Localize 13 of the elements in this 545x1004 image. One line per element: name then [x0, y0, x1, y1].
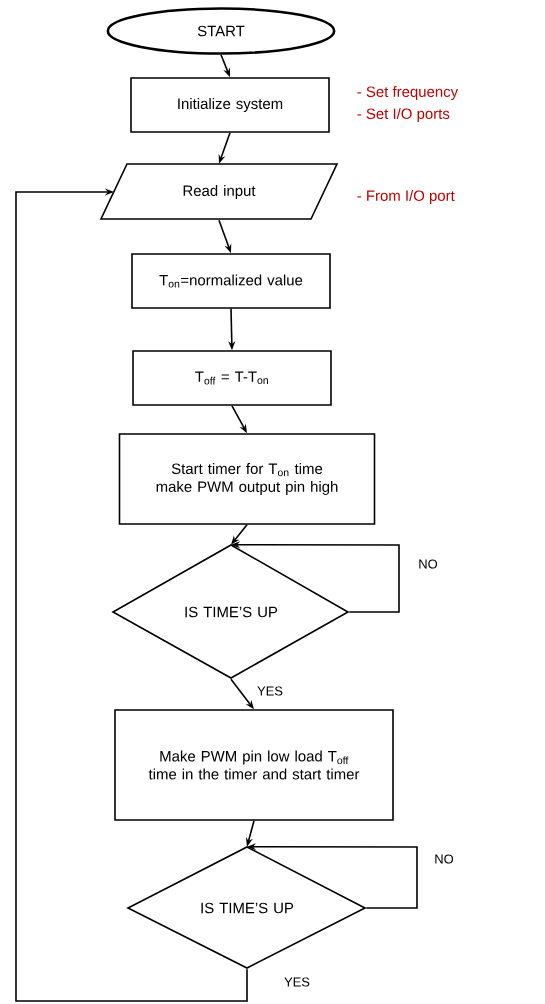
process-box: T$_{off}$ = T-T$_{on}$ [132, 350, 332, 406]
edge-label: NO [417, 558, 439, 570]
process-box: Initialize system [130, 77, 330, 133]
process-box: Start timer for T$_{on}$ time make PWM output pin high [118, 433, 376, 525]
note-text: - From I/O port [357, 190, 455, 204]
process-box: Make PWM pin low load T$_{off}$ time in the timer and start timer [114, 709, 394, 821]
edge-label: YES [283, 976, 311, 988]
note-text: - Set frequency [357, 86, 459, 100]
arrow [15, 188, 248, 1002]
note-text: - Set I/O ports [357, 108, 450, 122]
edge-label: NO [433, 853, 455, 865]
process-box: T$_{on}$=normalized value [131, 253, 331, 309]
edge-label: YES [256, 685, 284, 697]
